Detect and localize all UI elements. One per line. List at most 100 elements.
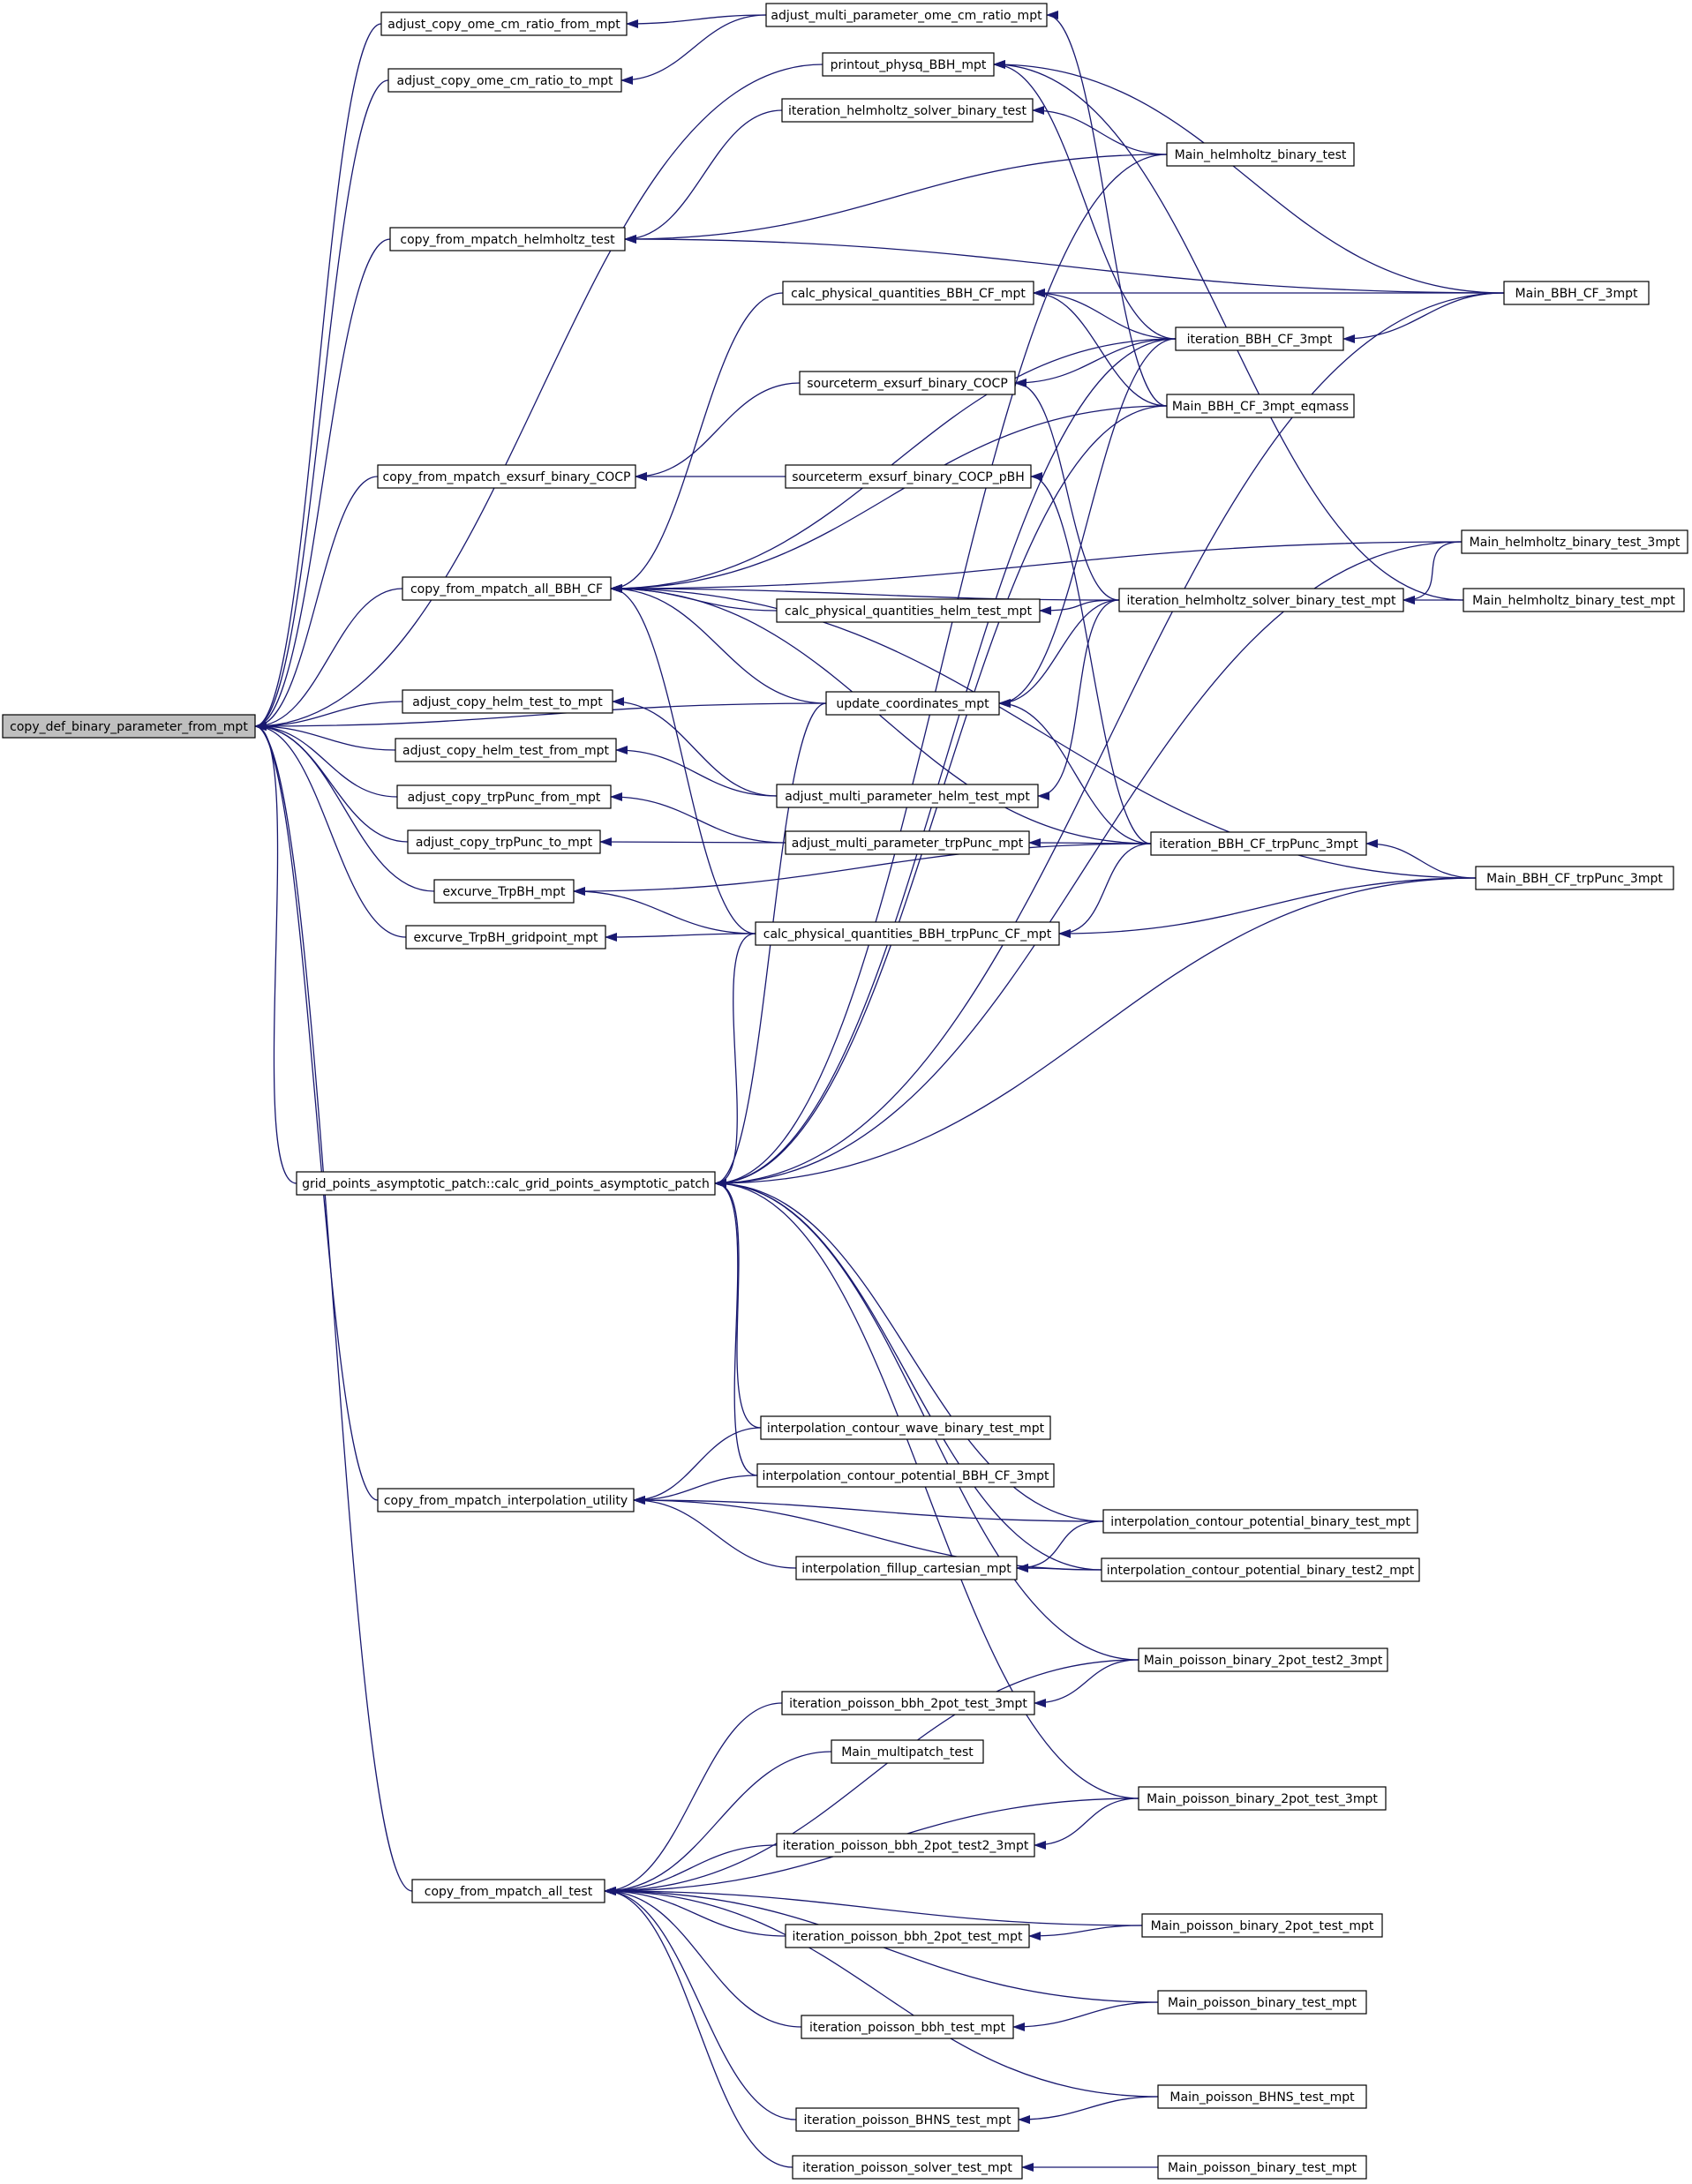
function-node[interactable]: iteration_poisson_BHNS_test_mpt (795, 2107, 1019, 2132)
function-node[interactable]: adjust_multi_parameter_helm_test_mpt (776, 784, 1039, 808)
function-node-label: copy_from_mpatch_helmholtz_test (400, 233, 615, 247)
function-node[interactable]: adjust_multi_parameter_trpPunc_mpt (785, 830, 1030, 855)
call-edge-n34-to-n14 (604, 1887, 797, 2120)
function-node-label: adjust_copy_trpPunc_to_mpt (416, 836, 593, 850)
function-node-label: interpolation_fillup_cartesian_mpt (801, 1562, 1011, 1576)
function-node-label: iteration_helmholtz_solver_binary_test (788, 104, 1026, 118)
root-function-node[interactable]: copy_def_binary_parameter_from_mpt (2, 714, 256, 739)
call-edge-n23-to-n7 (615, 746, 778, 797)
function-node[interactable]: interpolation_fillup_cartesian_mpt (795, 1556, 1018, 1580)
function-node[interactable]: adjust_multi_parameter_ome_cm_ratio_mpt (765, 3, 1048, 27)
function-node[interactable]: copy_from_mpatch_helmholtz_test (389, 227, 626, 251)
function-node[interactable]: adjust_copy_ome_cm_ratio_to_mpt (387, 68, 622, 93)
function-node[interactable]: Main_poisson_binary_2pot_test_mpt (1141, 1913, 1383, 1938)
function-node[interactable]: adjust_copy_trpPunc_from_mpt (396, 784, 612, 809)
function-node[interactable]: Main_BBH_CF_3mpt_eqmass (1166, 394, 1355, 418)
function-node[interactable]: Main_BBH_CF_3mpt (1503, 281, 1650, 305)
function-node[interactable]: adjust_copy_trpPunc_to_mpt (407, 829, 601, 854)
function-node-box (765, 3, 1048, 27)
function-node-label: Main_helmholtz_binary_test (1175, 148, 1347, 162)
function-node-label: adjust_copy_helm_test_to_mpt (412, 695, 603, 709)
function-node-box (756, 1463, 1055, 1488)
call-edge-n15-to-n1 (626, 14, 767, 28)
function-node-box (433, 879, 575, 904)
function-node[interactable]: iteration_poisson_bbh_2pot_test2_3mpt (776, 1833, 1035, 1858)
function-node[interactable]: Main_BBH_CF_trpPunc_3mpt (1475, 866, 1674, 890)
function-node-box (1141, 1913, 1383, 1938)
call-edge-n52-to-n12 (714, 877, 1477, 1188)
function-node[interactable]: copy_from_mpatch_all_BBH_CF (402, 576, 612, 601)
function-node[interactable]: Main_multipatch_test (831, 1739, 984, 1764)
function-node[interactable]: Main_helmholtz_binary_test_3mpt (1461, 529, 1688, 554)
call-edge-n36-to-n17 (1032, 106, 1168, 155)
function-node[interactable]: adjust_copy_helm_test_from_mpt (395, 738, 617, 762)
call-edge-n44-to-n12 (714, 1179, 1139, 1799)
function-node-label: Main_BBH_CF_3mpt (1515, 287, 1638, 301)
function-node[interactable]: adjust_copy_ome_cm_ratio_from_mpt (380, 11, 628, 36)
function-node[interactable]: calc_physical_quantities_BBH_CF_mpt (782, 281, 1034, 305)
function-node-label: interpolation_contour_potential_binary_t… (1110, 1515, 1410, 1529)
function-node-box (1157, 2155, 1367, 2180)
call-edge-n12-to-n0 (254, 722, 297, 1184)
function-node[interactable]: interpolation_contour_potential_binary_t… (1102, 1509, 1418, 1534)
call-edge-n14-to-n0 (254, 722, 413, 1892)
function-node[interactable]: calc_physical_quantities_BBH_trpPunc_CF_… (755, 921, 1060, 946)
function-node[interactable]: copy_from_mpatch_exsurf_binary_COCP (377, 464, 636, 489)
call-edge-n22-to-n0 (254, 702, 827, 731)
function-node[interactable]: iteration_BBH_CF_3mpt (1175, 326, 1344, 351)
function-node-label: adjust_copy_ome_cm_ratio_to_mpt (397, 74, 613, 88)
function-node[interactable]: iteration_poisson_bbh_test_mpt (801, 2015, 1014, 2039)
function-node-label: update_coordinates_mpt (836, 697, 989, 711)
call-edge-n36-to-n3 (624, 154, 1168, 244)
function-node-box (2, 714, 256, 739)
function-node[interactable]: calc_physical_quantities_helm_test_mpt (776, 598, 1041, 623)
call-edge-n30-to-n14 (604, 1751, 832, 1895)
call-edge-n43-to-n29 (1034, 1659, 1139, 1707)
function-node[interactable]: iteration_poisson_bbh_2pot_test_mpt (785, 1924, 1030, 1948)
function-node[interactable]: Main_poisson_binary_2pot_test_3mpt (1138, 1786, 1387, 1811)
function-node-box (1118, 588, 1404, 612)
function-node[interactable]: excurve_TrpBH_gridpoint_mpt (405, 925, 606, 949)
function-node[interactable]: iteration_poisson_solver_test_mpt (792, 2155, 1023, 2180)
function-node[interactable]: sourceterm_exsurf_binary_COCP_pBH (785, 464, 1032, 489)
call-edge-n40-to-n24 (1028, 838, 1152, 848)
function-node[interactable]: grid_points_asymptotic_patch::calc_grid_… (296, 1171, 716, 1196)
call-edge-n44-to-n31 (1034, 1797, 1139, 1850)
function-node-label: iteration_BBH_CF_3mpt (1187, 333, 1333, 347)
function-node[interactable]: Main_helmholtz_binary_test (1166, 142, 1355, 167)
call-edge-n40-to-n20 (1030, 472, 1152, 844)
function-node-box (1157, 2084, 1367, 2109)
function-node[interactable]: printout_physq_BBH_mpt (822, 52, 995, 77)
function-node[interactable]: excurve_TrpBH_mpt (433, 879, 575, 904)
function-node-box (755, 921, 1060, 946)
call-edge-n40-to-n5 (610, 584, 1152, 844)
call-edge-n27-to-n13 (633, 1475, 758, 1505)
function-node[interactable]: sourceterm_exsurf_binary_COCP (799, 371, 1016, 395)
call-edge-n38-to-n15 (1046, 11, 1168, 407)
function-node[interactable]: update_coordinates_mpt (825, 691, 1000, 716)
function-node[interactable]: iteration_helmholtz_solver_binary_test (781, 98, 1034, 123)
function-node[interactable]: copy_from_mpatch_interpolation_utility (377, 1488, 635, 1512)
call-edge-n7-to-n0 (254, 722, 396, 751)
call-edge-n41-to-n28 (1016, 1520, 1104, 1572)
function-node[interactable]: Main_poisson_binary_2pot_test2_3mpt (1138, 1647, 1388, 1672)
function-node[interactable]: iteration_poisson_bbh_2pot_test_3mpt (781, 1691, 1035, 1715)
function-node[interactable]: interpolation_contour_potential_binary_t… (1101, 1557, 1420, 1582)
function-node[interactable]: Main_poisson_binary_test_mpt (1157, 1990, 1367, 2015)
call-edge-n45-to-n32 (1028, 1925, 1143, 1940)
function-node-label: Main_poisson_BHNS_test_mpt (1169, 2090, 1355, 2105)
function-node[interactable]: iteration_BBH_CF_trpPunc_3mpt (1150, 831, 1367, 856)
call-edge-n26-to-n12 (714, 1179, 762, 1429)
function-node[interactable]: adjust_copy_helm_test_to_mpt (402, 689, 613, 714)
function-node[interactable]: copy_from_mpatch_all_test (411, 1879, 605, 1903)
function-node-label: interpolation_contour_potential_BBH_CF_3… (763, 1469, 1049, 1483)
call-edge-n39-to-n22 (998, 599, 1120, 708)
call-edge-n52-to-n5 (610, 584, 1477, 879)
function-node[interactable]: Main_poisson_binary_test_mpt (1157, 2155, 1367, 2180)
function-node[interactable]: Main_helmholtz_binary_test_mpt (1463, 588, 1685, 612)
call-edge-n10-to-n0 (254, 722, 435, 892)
function-node[interactable]: iteration_helmholtz_solver_binary_test_m… (1118, 588, 1404, 612)
function-node[interactable]: interpolation_contour_potential_BBH_CF_3… (756, 1463, 1055, 1488)
function-node[interactable]: Main_poisson_BHNS_test_mpt (1157, 2084, 1367, 2109)
function-node[interactable]: interpolation_contour_wave_binary_test_m… (760, 1415, 1051, 1440)
